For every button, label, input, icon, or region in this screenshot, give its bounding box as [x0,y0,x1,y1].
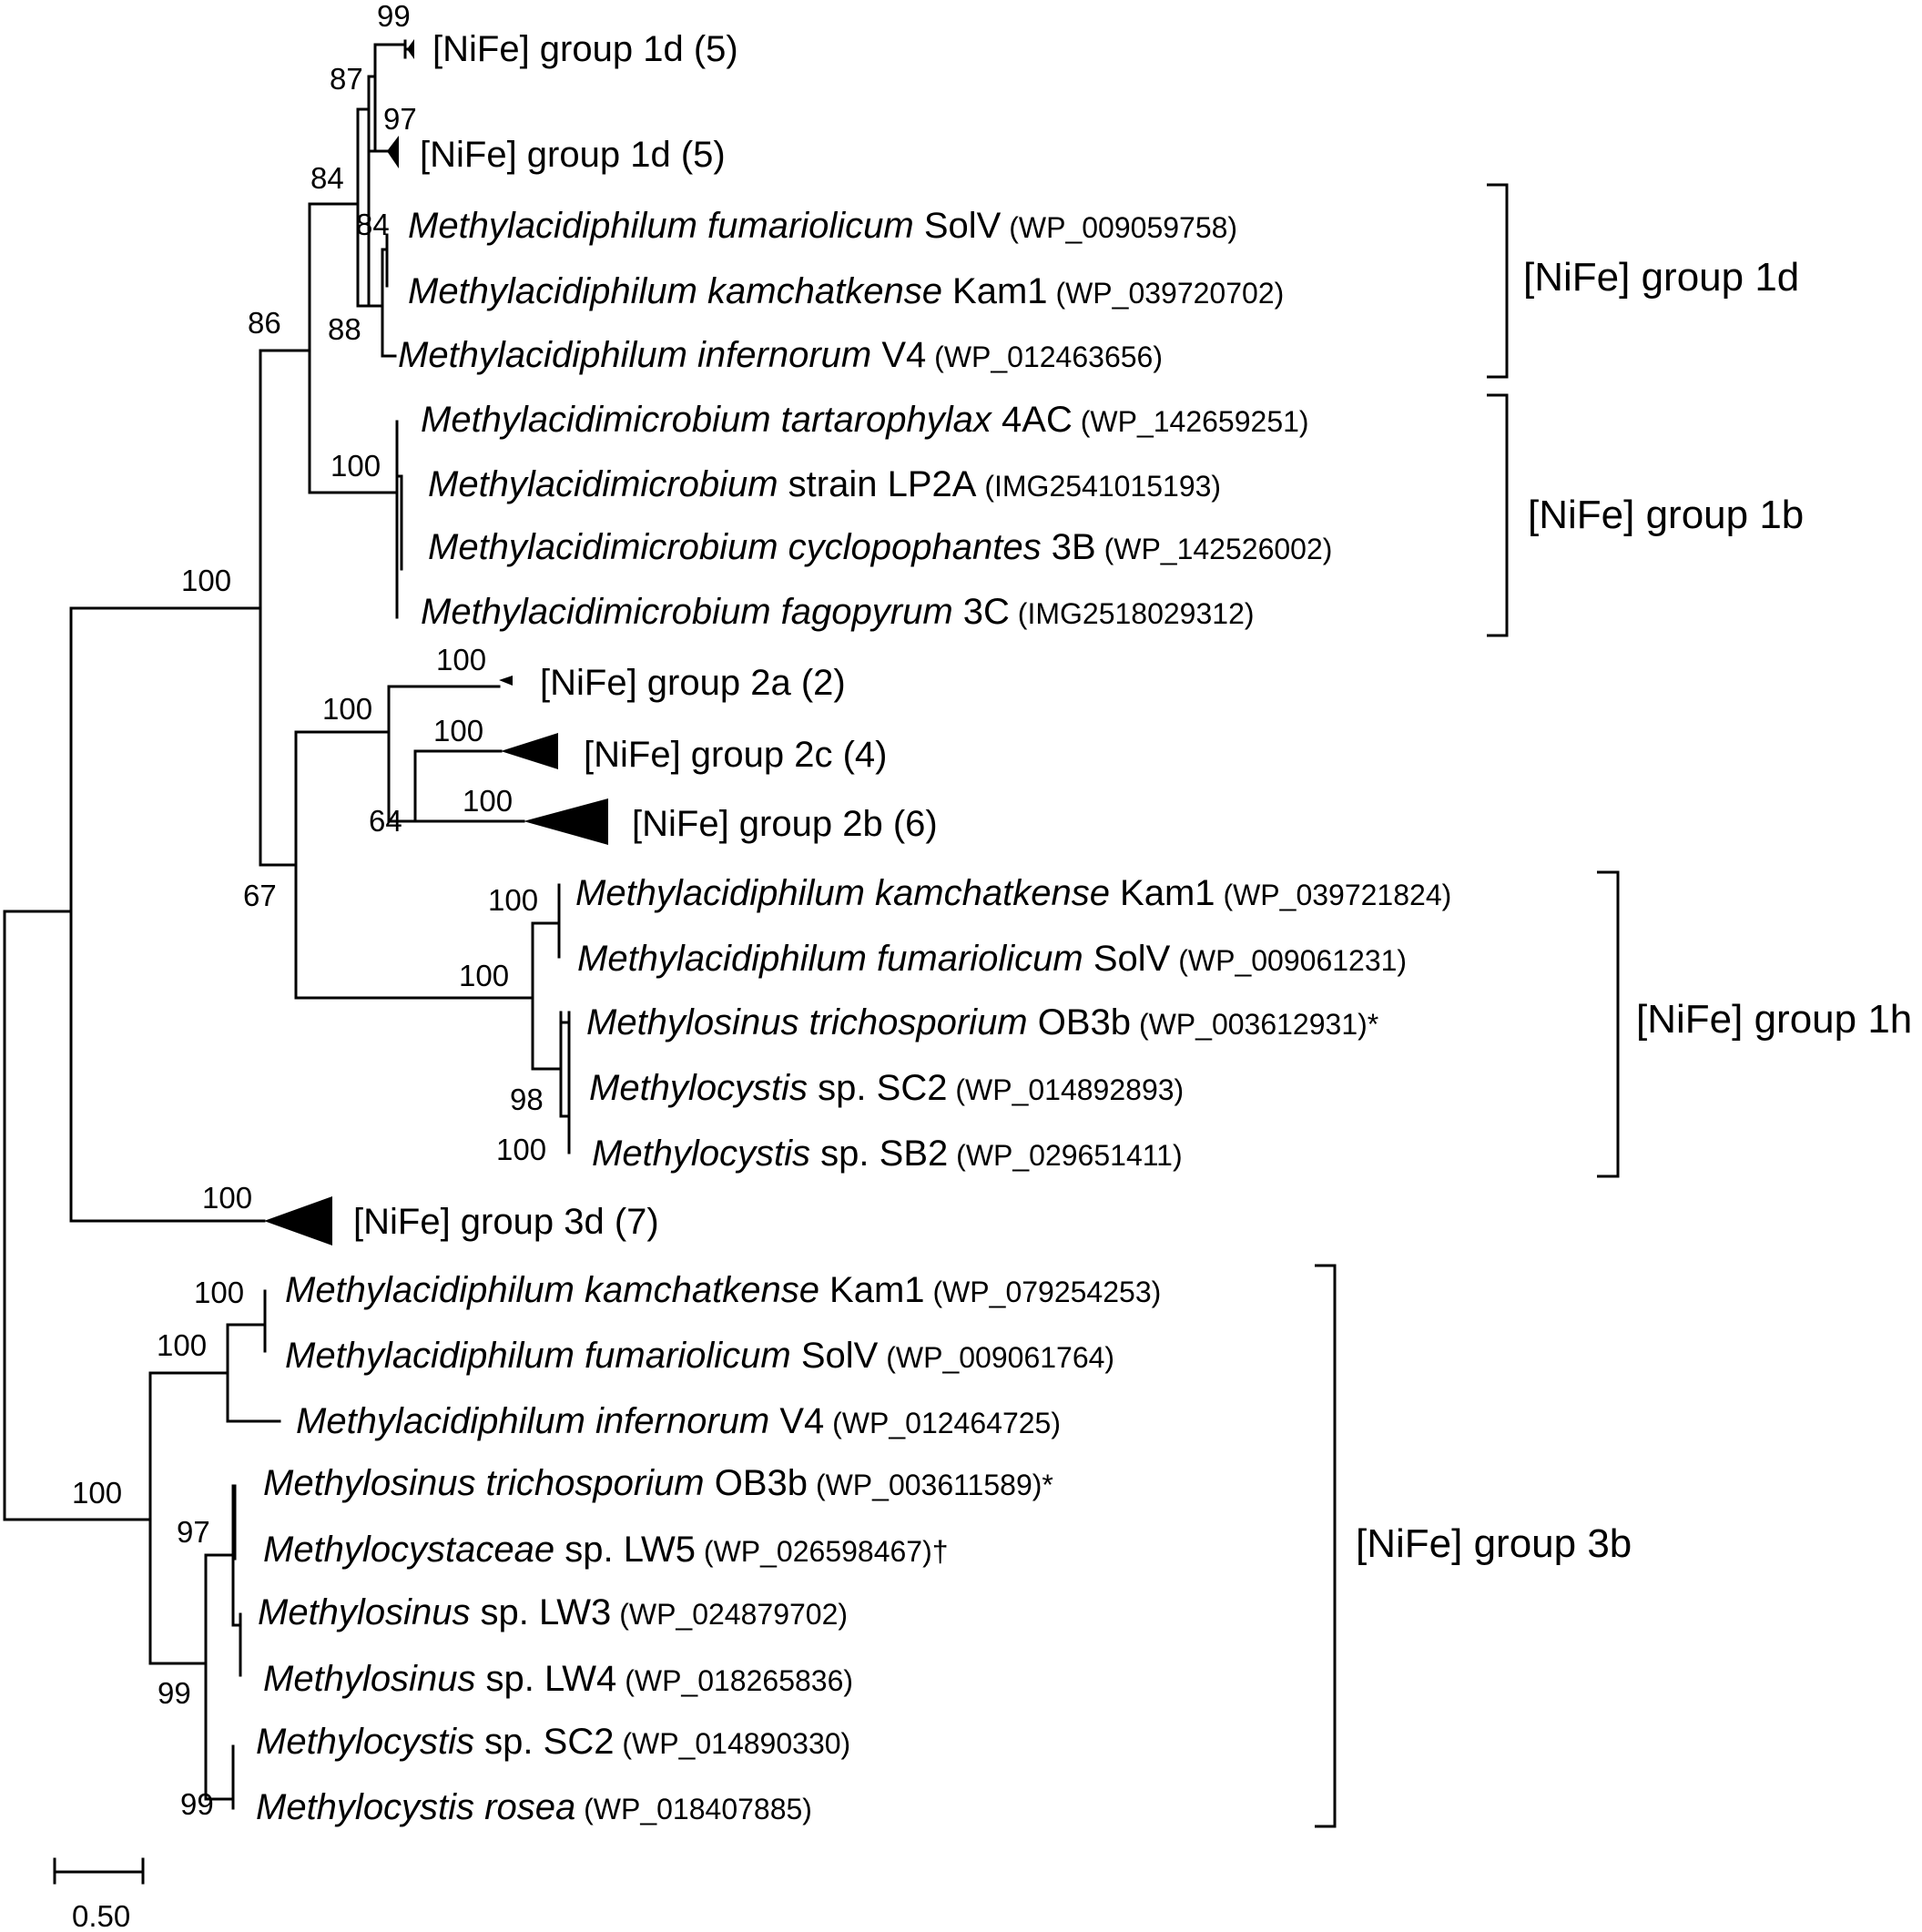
taxon-label: [NiFe] group 2c (4) [584,735,887,775]
bootstrap-value: 100 [181,564,231,597]
taxon-label: [NiFe] group 1d (5) [432,29,738,69]
taxon-label: Methylocystaceae sp. LW5 (WP_026598467)† [263,1530,949,1570]
group-label-3b: [NiFe] group 3b [1356,1521,1632,1566]
collapsed-clade-triangle [387,136,399,168]
taxon-label: [NiFe] group 2a (2) [540,663,846,703]
taxon-label: Methylacidimicrobium fagopyrum 3C (IMG25… [421,592,1255,632]
collapsed-clades [264,39,608,1246]
group-brackets [1315,183,1620,1828]
bootstrap-value: 99 [158,1676,191,1710]
taxon-label: Methylacidimicrobium cyclopophantes 3B (… [428,527,1332,567]
bootstrap-value: 97 [383,102,417,136]
bootstrap-value: 100 [331,449,381,483]
bootstrap-value: 98 [510,1083,544,1116]
bracket-group-3b [1315,1264,1337,1828]
bootstrap-value: 97 [177,1515,210,1549]
taxon-label: [NiFe] group 1d (5) [420,135,726,175]
taxon-label: Methylosinus sp. LW3 (WP_024879702) [258,1592,848,1632]
taxon-label: Methylacidiphilum kamchatkense Kam1 (WP_… [408,271,1284,311]
taxon-label: Methylacidiphilum fumariolicum SolV (WP_… [408,206,1237,246]
bootstrap-value: 100 [496,1133,546,1166]
bootstrap-value: 100 [322,692,372,726]
taxon-label: [NiFe] group 2b (6) [632,804,938,844]
taxon-label: Methylocystis sp. SB2 (WP_029651411) [592,1134,1183,1174]
bootstrap-value: 100 [202,1181,252,1215]
taxon-label: Methylacidiphilum fumariolicum SolV (WP_… [285,1336,1114,1376]
taxon-label: Methylosinus trichosporium OB3b (WP_0036… [263,1463,1053,1503]
bootstrap-value: 87 [330,62,363,96]
group-labels: [NiFe] group 1d [NiFe] group 1b [NiFe] g… [1356,255,1912,1566]
taxon-label: Methylocystis sp. SC2 (WP_014892893) [589,1068,1184,1108]
taxon-label: Methylosinus sp. LW4 (WP_018265836) [263,1659,853,1699]
bootstrap-value: 88 [328,312,361,346]
bootstrap-value: 100 [72,1476,122,1510]
taxon-label: [NiFe] group 3d (7) [353,1202,659,1242]
collapsed-clade-triangle [499,676,513,686]
bootstrap-value: 84 [310,161,344,195]
bootstrap-value: 99 [180,1787,214,1821]
bootstrap-value: 84 [356,208,390,241]
group-label-1d: [NiFe] group 1d [1523,255,1799,300]
bootstrap-value: 100 [463,784,513,818]
bootstrap-value: 99 [377,0,411,33]
collapsed-clade-triangle [407,39,414,59]
group-label-1b: [NiFe] group 1b [1528,493,1804,537]
bootstrap-value: 100 [459,959,509,992]
taxon-labels: [NiFe] group 1d (5) [NiFe] group 1d (5) … [256,29,1451,1827]
group-label-1h: [NiFe] group 1h [1636,997,1912,1042]
taxon-label: Methylacidimicrobium strain LP2A (IMG254… [428,464,1221,504]
taxon-label: Methylocystis sp. SC2 (WP_014890330) [256,1722,850,1762]
taxon-label: Methylacidiphilum kamchatkense Kam1 (WP_… [575,873,1451,913]
tree-branches [3,39,571,1885]
bootstrap-value: 100 [488,883,538,917]
taxon-label: Methylacidiphilum fumariolicum SolV (WP_… [577,939,1407,979]
scale-bar-label: 0.50 [72,1899,130,1932]
bootstrap-value: 100 [436,643,486,676]
bracket-group-1h [1597,870,1620,1178]
bootstrap-value: 86 [248,306,281,340]
collapsed-clade-triangle [264,1196,332,1246]
taxon-label: Methylacidiphilum kamchatkense Kam1 (WP_… [285,1270,1161,1310]
bootstrap-value: 100 [433,714,483,747]
scale-bar: 0.50 [72,1899,130,1932]
taxon-label: Methylocystis rosea (WP_018407885) [256,1787,812,1827]
bootstrap-value: 100 [194,1276,244,1309]
taxon-label: Methylacidiphilum infernorum V4 (WP_0124… [398,335,1163,375]
collapsed-clade-triangle [501,733,558,769]
taxon-label: Methylosinus trichosporium OB3b (WP_0036… [586,1002,1378,1042]
taxon-label: Methylacidiphilum infernorum V4 (WP_0124… [296,1401,1061,1441]
bootstrap-value: 67 [243,879,277,912]
bootstrap-value: 100 [157,1328,207,1362]
bracket-group-1b [1487,393,1509,637]
bootstrap-value: 64 [369,804,402,838]
taxon-label: Methylacidimicrobium tartarophylax 4AC (… [421,400,1309,440]
bracket-group-1d [1487,183,1509,379]
bootstrap-values: 99 87 97 84 84 88 86 100 100 100 100 100… [72,0,546,1821]
collapsed-clade-triangle [524,798,608,845]
